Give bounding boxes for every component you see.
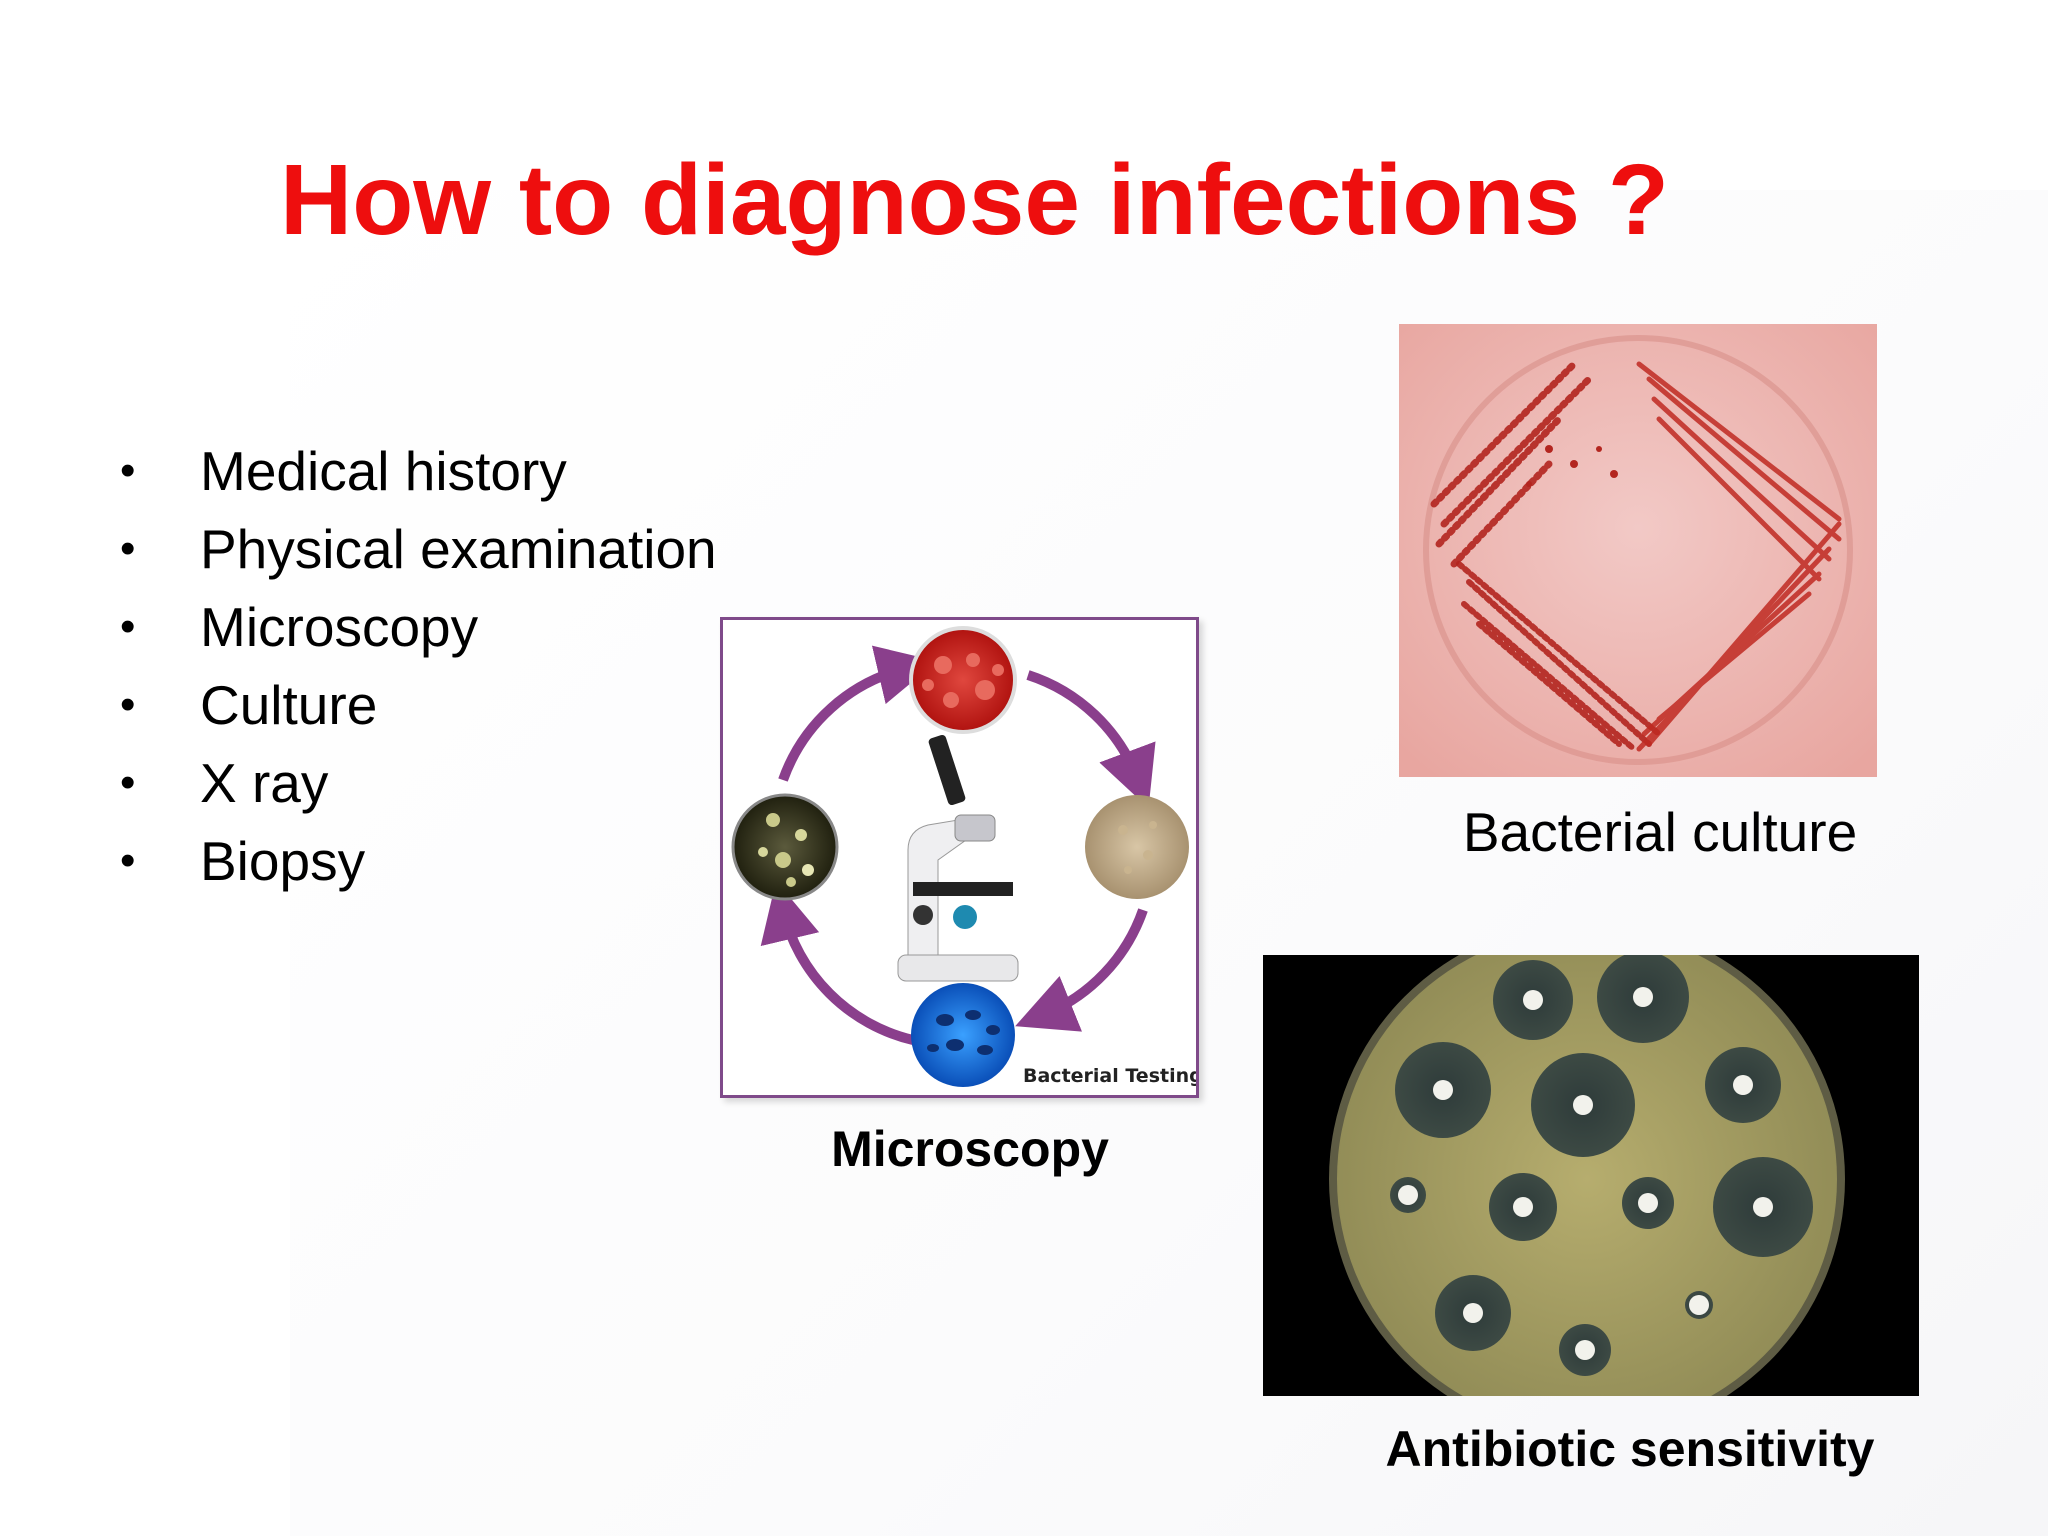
- bullet-text: X ray: [200, 752, 329, 814]
- antibiotic-disc-plate-image: [1263, 955, 1919, 1396]
- bacterial-culture-photo: [1399, 324, 1877, 777]
- petri-dish-streak-image: [1399, 324, 1877, 777]
- microscopy-caption: Microscopy: [831, 1121, 1109, 1177]
- slide-title: How to diagnose infections ?: [280, 144, 1669, 256]
- dark-colonies-circle: [731, 793, 839, 901]
- microscope-icon: [897, 734, 1019, 982]
- bullet-dot: •: [120, 680, 136, 729]
- blue-cells-circle: [911, 983, 1015, 1087]
- bullet-dot: •: [120, 524, 136, 573]
- tan-culture-circle: [1085, 795, 1189, 899]
- bullet-text: Biopsy: [200, 830, 366, 892]
- antibiotic-sensitivity-photo: [1263, 955, 1919, 1396]
- antibiotic-sensitivity-caption: Antibiotic sensitivity: [1385, 1421, 1875, 1477]
- bullet-text: Microscopy: [200, 596, 479, 658]
- bullet-dot: •: [120, 836, 136, 885]
- red-culture-circle: [909, 626, 1017, 734]
- bullet-text: Culture: [200, 674, 378, 736]
- bullet-text: Medical history: [200, 440, 567, 502]
- bacterial-testing-illustration: Bacterial Testing: [731, 626, 1196, 1088]
- bullet-text: Physical examination: [200, 518, 717, 580]
- bacterial-culture-caption: Bacterial culture: [1462, 801, 1858, 863]
- microscopy-figure: Bacterial Testing: [720, 617, 1199, 1098]
- bullet-dot: •: [120, 602, 136, 651]
- bullet-dot: •: [120, 446, 136, 495]
- bullet-dot: •: [120, 758, 136, 807]
- cycle-arrows: [760, 645, 1156, 1045]
- bacterial-testing-label: Bacterial Testing: [1023, 1065, 1196, 1087]
